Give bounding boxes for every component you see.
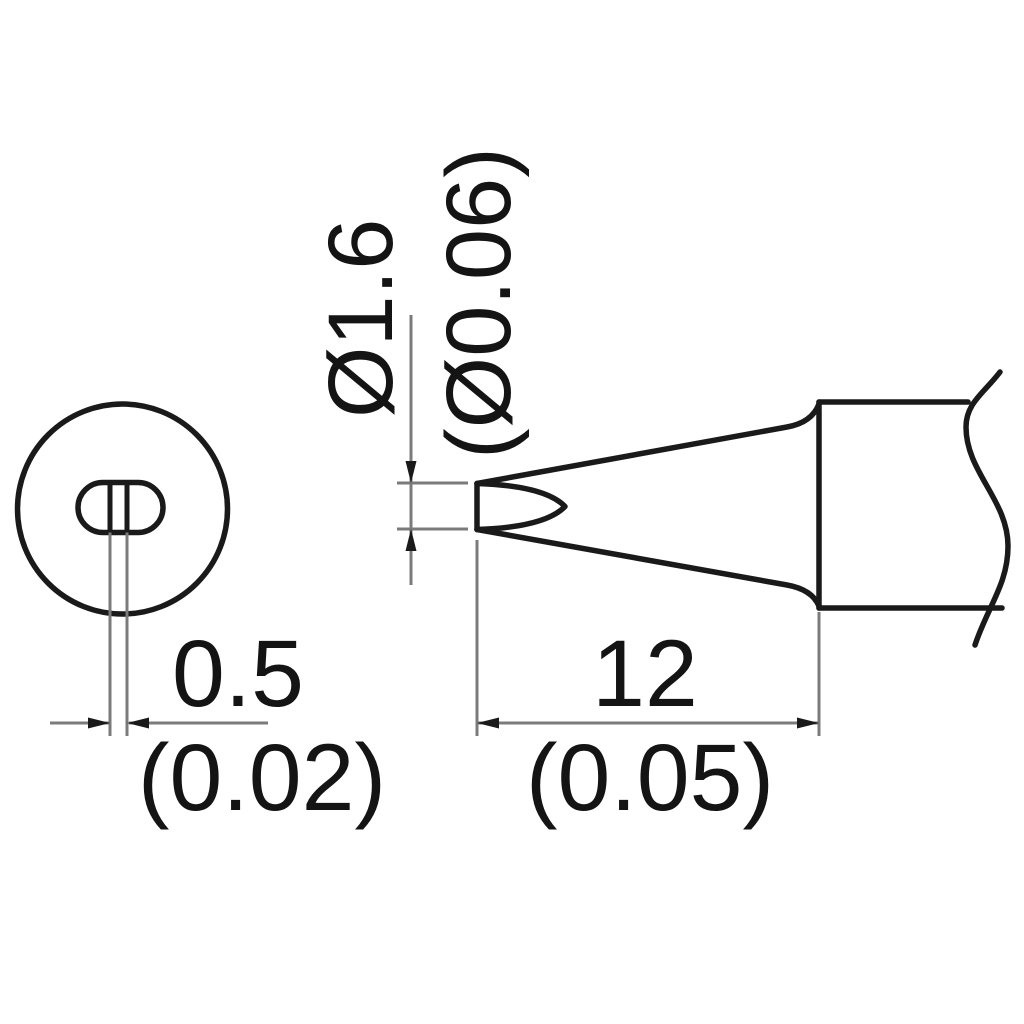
- tip-diameter-mm-label: Ø1.6: [310, 219, 412, 418]
- arrow-up-icon: [405, 529, 417, 551]
- tip-outer-circle: [14, 401, 231, 617]
- edge-width-mm-label: 0.5: [172, 621, 304, 727]
- tip-length-inch-label: (0.05): [526, 725, 774, 831]
- chisel-ground-edge-curve: [474, 480, 568, 533]
- cone-lower-line: [474, 526, 822, 609]
- arrow-down-icon: [405, 461, 417, 483]
- arrow-left-icon: [477, 717, 499, 729]
- chisel-slot-outline: [75, 479, 166, 536]
- dim-tip-diameter: Ø1.6 (Ø0.06): [310, 147, 530, 585]
- dim-edge-width: 0.5 (0.02): [50, 532, 386, 831]
- edge-width-inch-label: (0.02): [138, 725, 386, 831]
- tip-length-mm-label: 12: [592, 621, 698, 727]
- tip-side-view: [474, 369, 1011, 648]
- arrow-left-icon: [127, 717, 149, 729]
- tip-end-view: [14, 401, 231, 617]
- break-line: [963, 369, 1011, 648]
- tip-diameter-inch-label: (Ø0.06): [428, 147, 530, 459]
- dim-tip-length: 12 (0.05): [475, 540, 821, 831]
- arrow-right-icon: [88, 717, 110, 729]
- arrow-right-icon: [797, 717, 819, 729]
